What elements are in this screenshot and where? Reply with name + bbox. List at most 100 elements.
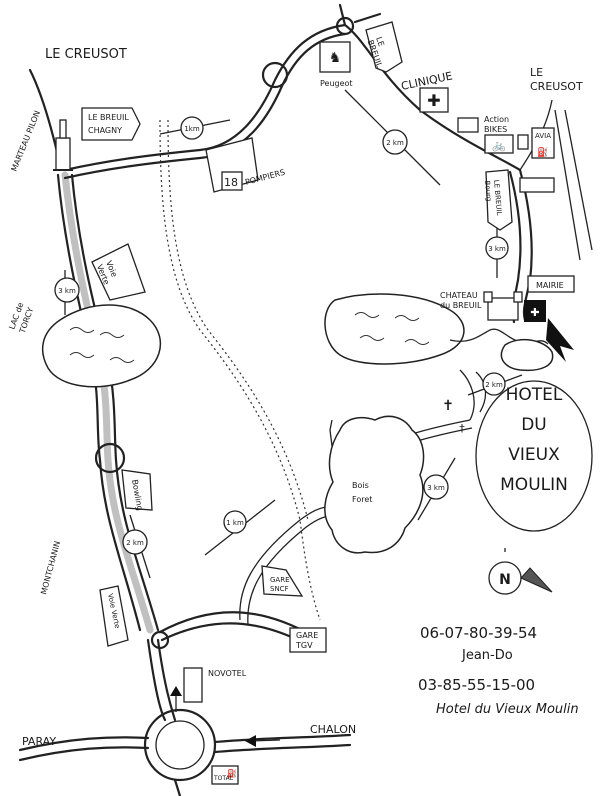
roundabout-south xyxy=(150,630,170,650)
fuel-pump-icon-2: ⛽ xyxy=(227,768,237,778)
arrow-head-up xyxy=(170,686,182,696)
railway-center xyxy=(159,119,321,621)
label-distance-forest: 3 km xyxy=(427,484,445,492)
peugeot-logo-icon: ♞ xyxy=(329,50,342,66)
lac-de-torcy xyxy=(41,304,161,388)
lake-chateau xyxy=(324,293,465,365)
distance-marker-top xyxy=(159,116,231,140)
building xyxy=(517,134,529,150)
road-south-to-novotel-2 xyxy=(146,638,167,722)
label-marteau-pilon: MARTEAU PILON xyxy=(10,109,43,172)
sign-le-breuil-chagny xyxy=(81,107,141,141)
label-peugeot: Peugeot xyxy=(320,79,353,88)
church-cross-icon: ✝ xyxy=(442,398,454,414)
roundabout-top xyxy=(335,16,355,36)
distance-marker-gare xyxy=(204,499,276,556)
church-cross-icon-2: † xyxy=(459,422,465,435)
contact-name-2: Hotel du Vieux Moulin xyxy=(436,702,579,717)
sign-voie-verte xyxy=(91,243,146,301)
road-south-total xyxy=(173,778,182,796)
medical-cross-icon: ✚ xyxy=(427,91,440,110)
contact-phone-1: 06-07-80-39-54 xyxy=(420,624,538,642)
label-le-breuil-bourg: LE BREUILBourg xyxy=(483,179,503,216)
clinique-box xyxy=(419,87,449,113)
label-distance-montchanin: 2 km xyxy=(126,539,144,547)
label-pompiers-number: 18 xyxy=(224,176,238,189)
roundabout-north xyxy=(261,61,289,89)
label-avia: AVIA xyxy=(535,132,551,140)
contact-phone-2: 03-85-55-15-00 xyxy=(418,676,536,694)
arrow-head-left xyxy=(245,735,256,747)
road-top-2 xyxy=(353,12,382,24)
chateau-icon xyxy=(483,291,523,321)
distance-marker-lake xyxy=(54,270,80,315)
railway-center-2 xyxy=(167,119,309,521)
contact-name-1: Jean-Do xyxy=(462,648,513,663)
distance-marker-montchanin xyxy=(122,514,151,579)
svg-text:✚: ✚ xyxy=(530,306,539,319)
road-south-to-novotel xyxy=(156,638,177,722)
sign-gare-sncf xyxy=(261,565,304,597)
mairie-box xyxy=(527,275,575,293)
label-chalon: CHALON xyxy=(310,723,356,736)
building xyxy=(519,177,555,193)
label-total: TOTAL xyxy=(213,775,234,782)
building xyxy=(457,117,479,133)
compass-north-label: N xyxy=(499,572,511,588)
road-chalon xyxy=(213,733,352,744)
novotel-building xyxy=(183,667,203,703)
road-north-loop-inner xyxy=(63,32,347,180)
sign-le-breuil xyxy=(365,21,403,73)
bowling-box xyxy=(121,469,153,511)
roundabout-paray-chalon-inner xyxy=(155,720,205,770)
small-lake xyxy=(500,338,554,372)
road-west xyxy=(56,173,142,632)
pompiers-building xyxy=(205,137,259,193)
label-distance-top: 1km xyxy=(184,125,200,133)
action-bikes-box xyxy=(484,134,514,154)
distance-marker-right xyxy=(344,89,441,186)
hotel-location-arrow-icon xyxy=(546,318,574,362)
label-mairie: MAIRIE xyxy=(536,281,564,290)
compass xyxy=(488,548,553,595)
sign-gare-tgv xyxy=(289,627,327,653)
road-paray-2 xyxy=(18,746,150,762)
fuel-pump-icon: ⛽ xyxy=(537,146,548,158)
label-distance-hotel: 2 km xyxy=(485,381,503,389)
bicycle-icon: 🚲 xyxy=(492,139,506,152)
distance-marker-hotel xyxy=(467,372,523,396)
mairie-building: ✚ xyxy=(524,300,546,322)
label-distance-right: 2 km xyxy=(386,139,404,147)
distance-marker-bourg xyxy=(485,228,509,278)
distance-marker-forest xyxy=(417,457,456,521)
road-to-chateau xyxy=(459,369,475,421)
roundabout-montchanin xyxy=(94,442,126,474)
label-novotel: NOVOTEL xyxy=(208,669,247,678)
sign-voie-verte-south xyxy=(99,585,129,647)
label-distance-gare: 1 km xyxy=(226,519,244,527)
marteau-pilon-icon xyxy=(53,119,73,171)
label-distance-bourg: 3 km xyxy=(488,245,506,253)
rail-east-2 xyxy=(564,109,593,251)
roundabout-paray-chalon xyxy=(143,708,217,782)
label-montchanin: MONTCHANIN xyxy=(39,540,62,595)
label-le-creusot-nw: LE CREUSOT xyxy=(45,47,127,62)
road-north-loop xyxy=(63,23,522,172)
label-lac-de-torcy: LAC deTORCY xyxy=(7,301,36,335)
total-station-box xyxy=(211,765,239,785)
bois-foret-area xyxy=(324,415,425,554)
rail-east xyxy=(554,109,581,261)
road-paray xyxy=(18,736,150,752)
hotel-oval xyxy=(475,380,593,532)
road-chalon-2 xyxy=(213,743,352,754)
label-paray: PARAY xyxy=(22,735,56,748)
avia-station-box xyxy=(531,127,555,159)
